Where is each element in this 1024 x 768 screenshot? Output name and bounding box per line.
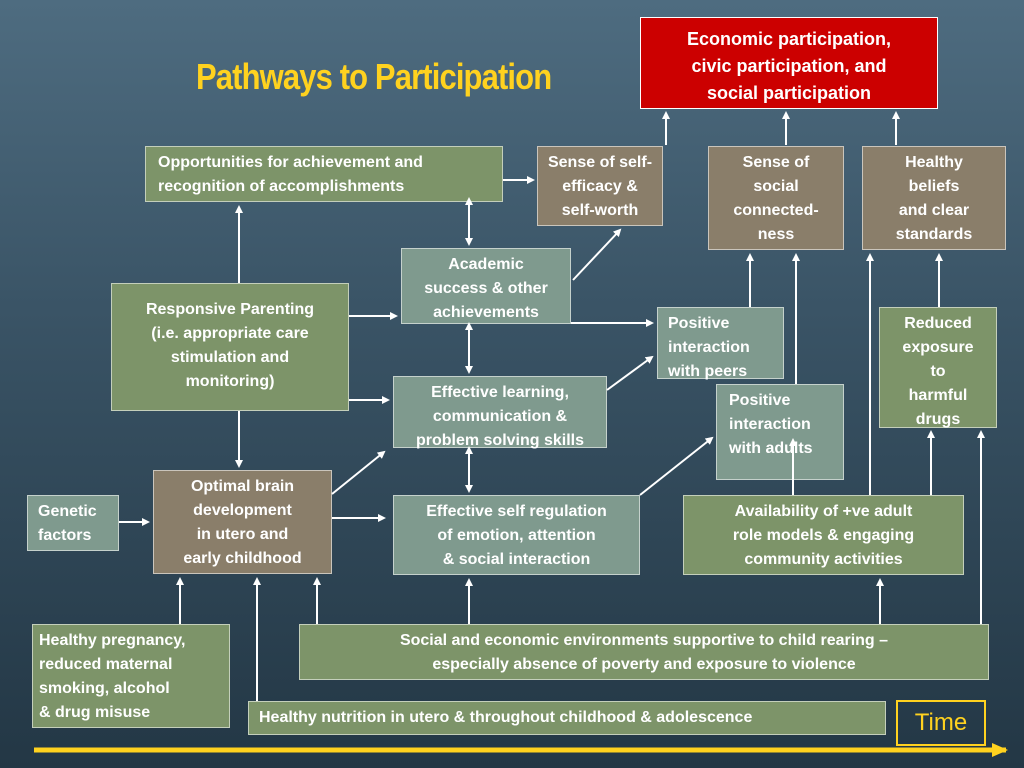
time-label: Time — [896, 700, 986, 746]
positive-peers-box: Positive interaction with peers — [657, 307, 784, 380]
page-title: Pathways to Participation — [196, 56, 552, 97]
role-models-box: Availability of +ve adult role models & … — [683, 495, 964, 575]
responsive-parenting-box: Responsive Parenting (i.e. appropriate c… — [111, 283, 349, 411]
healthy-pregnancy-box: Healthy pregnancy, reduced maternal smok… — [32, 624, 230, 728]
positive-adults-box: Positive interaction with adults — [716, 384, 844, 480]
reduced-exposure-box: Reduced exposure to harmful drugs — [879, 307, 997, 428]
self-regulation-box: Effective self regulation of emotion, at… — [393, 495, 640, 575]
arrow-brain-learning — [331, 450, 386, 495]
environments-box: Social and economic environments support… — [299, 624, 989, 680]
outcome-box: Economic participation, civic participat… — [640, 17, 938, 109]
arrow-selfreg-adults — [639, 436, 714, 496]
connectedness-box: Sense of social connected- ness — [708, 146, 844, 250]
academic-box: Academic success & other achievements — [401, 248, 571, 324]
genetic-factors-box: Genetic factors — [27, 495, 119, 551]
opportunities-box: Opportunities for achievement and recogn… — [145, 146, 503, 202]
nutrition-box: Healthy nutrition in utero & throughout … — [248, 701, 886, 735]
brain-development-box: Optimal brain development in utero and e… — [153, 470, 332, 574]
effective-learning-box: Effective learning, communication & prob… — [393, 376, 607, 449]
arrow-academic-efficacy — [572, 228, 622, 281]
arrow-learning-peers — [606, 355, 654, 391]
self-efficacy-box: Sense of self- efficacy & self-worth — [537, 146, 663, 226]
healthy-beliefs-box: Healthy beliefs and clear standards — [862, 146, 1006, 250]
